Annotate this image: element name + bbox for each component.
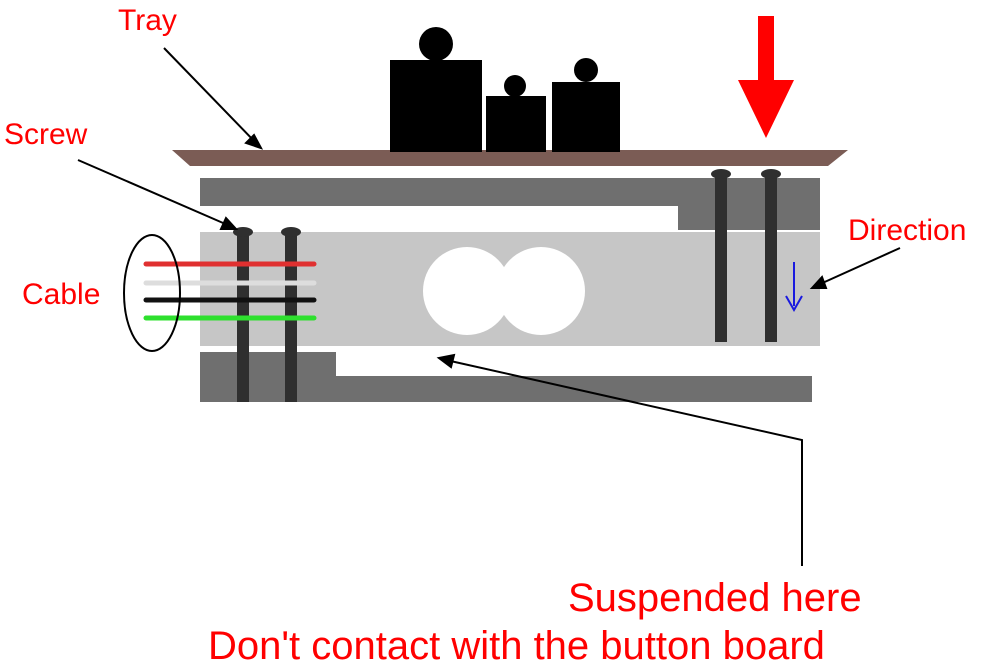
screw-right-2 [761,169,781,342]
direction-arrow-icon [785,262,803,313]
bottom-bracket-bar [200,376,812,402]
suspended-leader [445,359,803,566]
leader-lines [77,47,901,566]
suspended-leader-head [436,353,456,369]
gauge-hole-right [497,247,585,335]
force-arrow-icon [738,16,794,138]
top-bracket-block [678,178,820,230]
tray-leader [163,47,259,146]
suspended-label: Suspended here [568,576,862,620]
screw-leader [77,159,231,227]
screw-leader-head [219,216,239,230]
tray-label: Tray [118,4,177,37]
no-contact-label: Don't contact with the button board [208,624,825,668]
tray-leader-head [244,133,264,150]
gauge-holes [423,247,585,335]
direction-label: Direction [848,214,967,247]
bottom-mount-bracket [200,352,812,402]
tray [172,150,848,166]
direction-leader [817,247,901,286]
cable-wires [143,261,317,321]
cable-label: Cable [22,278,101,311]
screw-right-1 [711,169,731,342]
gauge-hole-left [423,247,511,335]
direction-leader-head [809,275,828,289]
cable-oval [123,234,181,352]
screw-label: Screw [4,118,88,151]
weights-icon [390,27,620,152]
